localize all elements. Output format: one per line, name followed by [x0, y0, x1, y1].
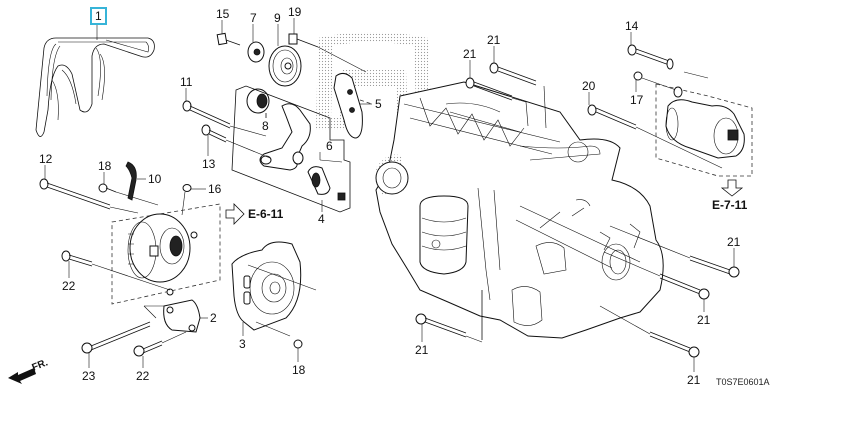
callout-21-right-upper[interactable]: 21	[727, 235, 741, 249]
bolt-14[interactable]	[627, 44, 709, 79]
bolt-21-right-upper[interactable]	[609, 225, 740, 278]
alternator-cover-3[interactable]	[231, 241, 317, 337]
bolt-12[interactable]	[39, 178, 139, 214]
callout-3[interactable]: 3	[239, 337, 246, 351]
alternator-bracket-2[interactable]	[143, 299, 201, 333]
bolt-22-upper[interactable]	[61, 250, 171, 291]
callout-11[interactable]: 11	[180, 75, 193, 89]
starter-motor[interactable]	[665, 86, 745, 159]
callout-18-upper[interactable]: 18	[98, 159, 112, 173]
bolt-11[interactable]	[182, 100, 267, 137]
callout-6[interactable]: 6	[326, 139, 333, 153]
callout-14[interactable]: 14	[625, 19, 639, 33]
pulley-cover-7[interactable]	[247, 41, 265, 63]
callout-5[interactable]: 5	[375, 97, 382, 111]
tensioner-bracket-5[interactable]	[333, 72, 373, 139]
cross-ref-starter-link[interactable]: E-7-11	[712, 198, 748, 212]
bolt-22-lower[interactable]	[133, 331, 187, 357]
arrow-icon-alternator-ref	[225, 203, 245, 225]
bolt-20[interactable]	[587, 104, 723, 169]
cross-ref-alternator-link[interactable]: E-6-11	[248, 207, 284, 221]
callout-17[interactable]: 17	[630, 93, 644, 107]
callout-23[interactable]: 23	[82, 369, 96, 383]
callout-21-right-middle[interactable]: 21	[697, 313, 711, 327]
callout-9[interactable]: 9	[274, 11, 281, 25]
nut-17[interactable]	[633, 71, 677, 91]
callout-7[interactable]: 7	[250, 11, 257, 25]
tensioner-arm[interactable]	[259, 103, 311, 171]
callout-18-lower[interactable]: 18	[292, 363, 306, 377]
auto-tensioner-4[interactable]	[307, 166, 346, 201]
drive-belt-part[interactable]	[35, 37, 155, 137]
callout-15[interactable]: 15	[216, 7, 230, 21]
drawing-code: T0S7E0601A	[716, 377, 770, 387]
callout-21-upper-right[interactable]: 21	[487, 33, 501, 47]
arrow-icon-starter-ref	[720, 179, 744, 197]
bolt-19[interactable]	[288, 33, 367, 73]
bolt-21-right-lower[interactable]	[599, 305, 700, 358]
idler-pulley-9[interactable]	[268, 45, 302, 87]
callout-19[interactable]: 19	[288, 5, 302, 19]
bolt-13[interactable]	[201, 124, 271, 159]
bolt-21-lower-left[interactable]	[415, 313, 483, 343]
callout-4[interactable]: 4	[318, 212, 325, 226]
front-direction-arrow-icon	[8, 368, 36, 384]
alternator[interactable]	[127, 213, 198, 296]
leader-lines	[44, 18, 735, 372]
callout-16[interactable]: 16	[208, 182, 222, 196]
callout-10[interactable]: 10	[148, 172, 162, 186]
callout-8[interactable]: 8	[262, 119, 269, 133]
bolt-18-lower[interactable]	[293, 339, 303, 349]
nut-16[interactable]	[181, 184, 192, 216]
callout-21-right-lower[interactable]: 21	[687, 373, 701, 387]
bolt-23[interactable]	[81, 321, 151, 354]
callout-22-lower[interactable]: 22	[136, 369, 150, 383]
bolt-21-upper-right[interactable]	[489, 62, 547, 129]
bolt-15[interactable]	[216, 32, 241, 46]
pulley-8[interactable]	[246, 88, 270, 118]
callout-21-upper-left[interactable]: 21	[463, 47, 477, 61]
engine-assembly	[375, 81, 664, 340]
callout-13[interactable]: 13	[202, 157, 216, 171]
clip-10[interactable]	[125, 161, 137, 201]
callout-22-upper[interactable]: 22	[62, 279, 76, 293]
bolt-21-upper-left[interactable]	[465, 77, 529, 127]
callout-20[interactable]: 20	[582, 79, 596, 93]
callout-2[interactable]: 2	[210, 311, 217, 325]
callout-1-drive-belt[interactable]: 1	[90, 7, 107, 25]
bolt-18-upper[interactable]	[98, 183, 159, 206]
bolt-21-right-middle[interactable]	[603, 251, 710, 300]
callout-12[interactable]: 12	[39, 152, 53, 166]
callout-21-lower-left[interactable]: 21	[415, 343, 429, 357]
